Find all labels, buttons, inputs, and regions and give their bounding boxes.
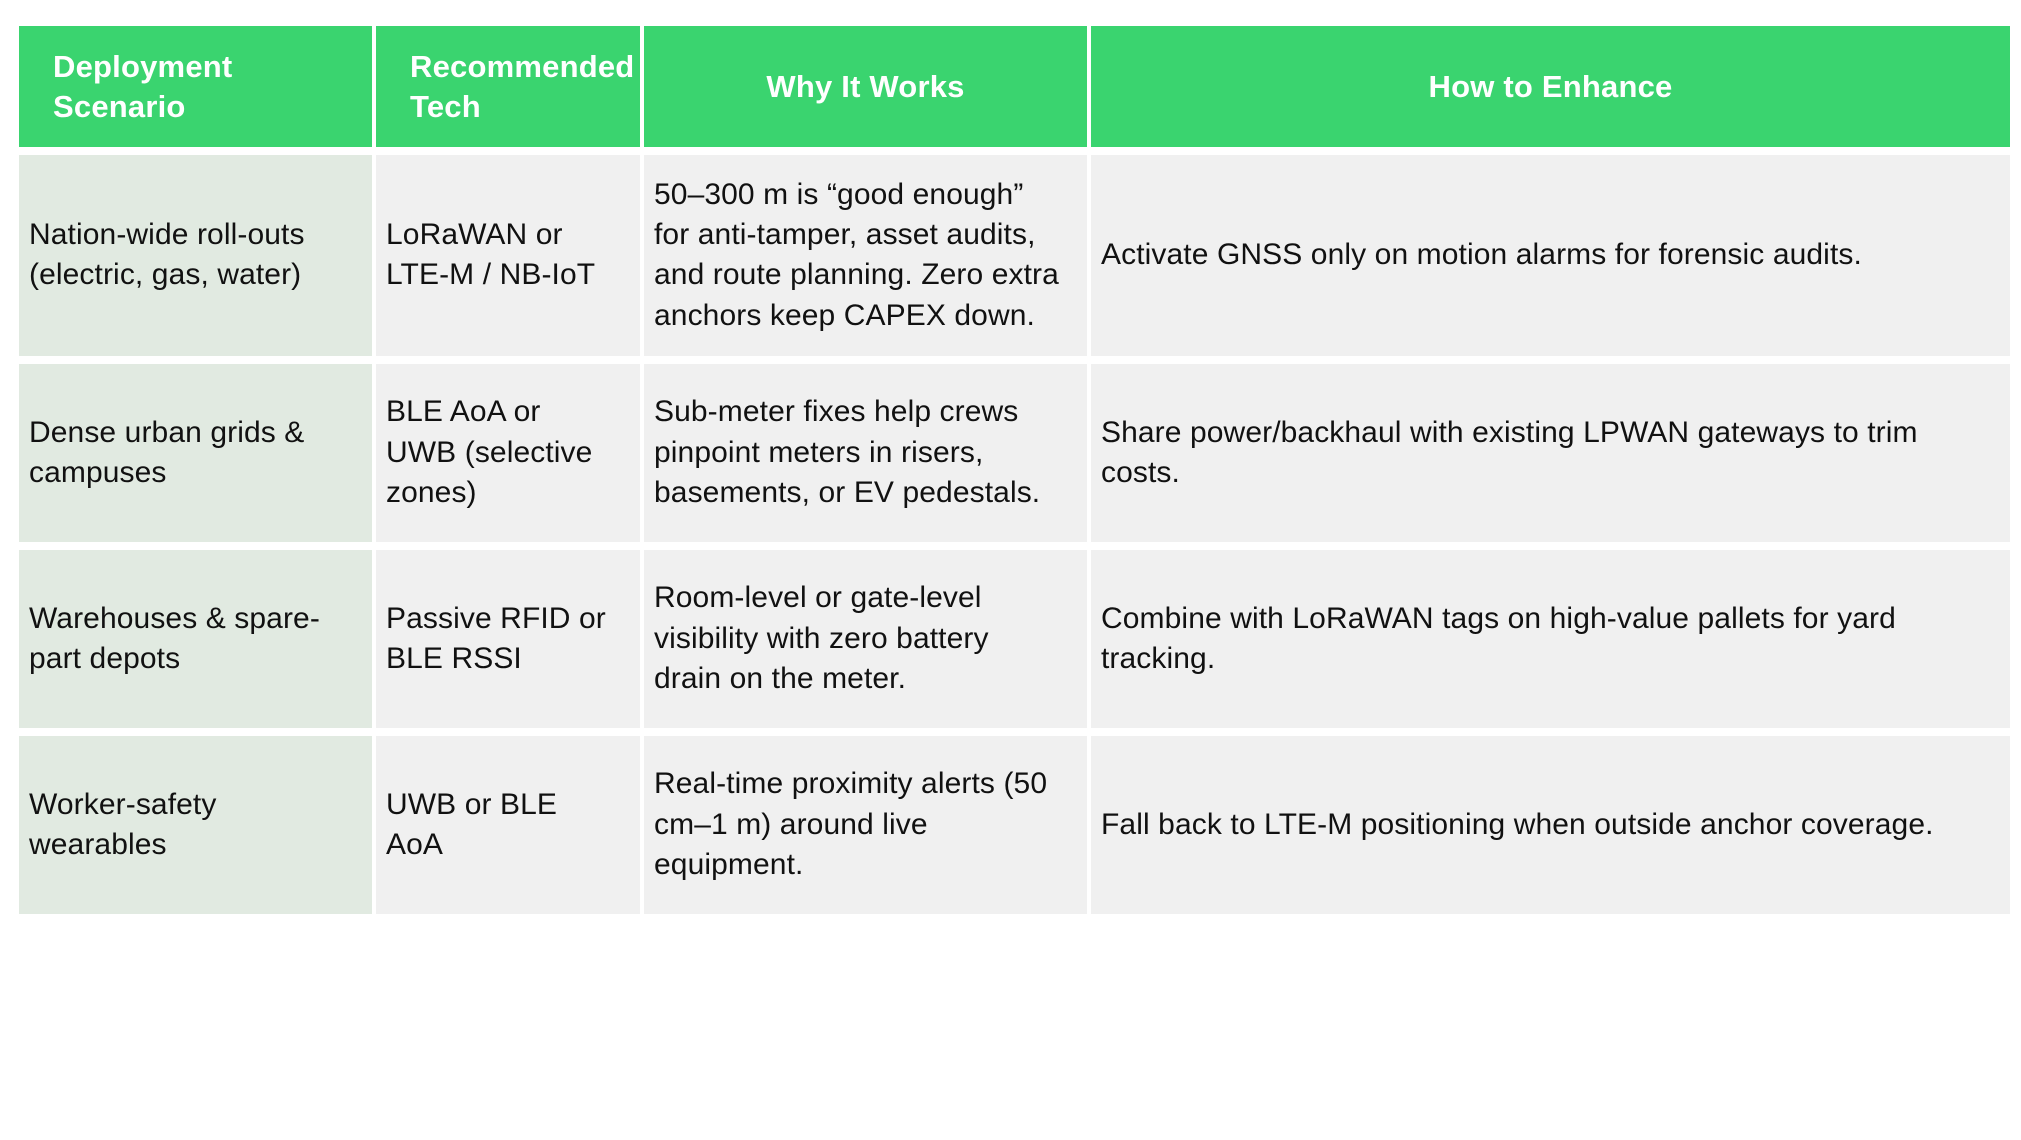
cell-how: Combine with LoRaWAN tags on high-value … [1091,549,2010,728]
cell-tech: Passive RFID or BLE RSSI [376,549,640,728]
cell-why: Real-time proximity alerts (50 cm–1 m) a… [644,735,1087,914]
column-header-how-to-enhance: How to Enhance [1091,26,2010,147]
column-header-recommended-tech: Recommended Tech [376,26,640,147]
table-header: Deployment Scenario Recommended Tech Why… [19,26,2010,147]
cell-scenario: Nation-wide roll-outs (electric, gas, wa… [19,155,372,356]
table-row: Warehouses & spare-part depots Passive R… [19,549,2010,728]
table-row: Worker-safety wearables UWB or BLE AoA R… [19,735,2010,914]
cell-tech: LoRaWAN or LTE-M / NB-IoT [376,155,640,356]
cell-scenario: Worker-safety wearables [19,735,372,914]
cell-scenario: Warehouses & spare-part depots [19,549,372,728]
cell-how: Fall back to LTE-M positioning when outs… [1091,735,2010,914]
cell-how: Activate GNSS only on motion alarms for … [1091,155,2010,356]
cell-why: Sub-meter fixes help crews pinpoint mete… [644,363,1087,542]
cell-tech: BLE AoA or UWB (selective zones) [376,363,640,542]
cell-how: Share power/backhaul with existing LPWAN… [1091,363,2010,542]
header-row: Deployment Scenario Recommended Tech Why… [19,26,2010,147]
cell-tech: UWB or BLE AoA [376,735,640,914]
table-row: Nation-wide roll-outs (electric, gas, wa… [19,155,2010,356]
deployment-scenario-table: Deployment Scenario Recommended Tech Why… [15,18,2014,922]
table-row: Dense urban grids & campuses BLE AoA or … [19,363,2010,542]
column-header-deployment-scenario: Deployment Scenario [19,26,372,147]
cell-scenario: Dense urban grids & campuses [19,363,372,542]
table-body: Nation-wide roll-outs (electric, gas, wa… [19,155,2010,914]
cell-why: Room-level or gate-level visibility with… [644,549,1087,728]
column-header-why-it-works: Why It Works [644,26,1087,147]
cell-why: 50–300 m is “good enough” for anti-tampe… [644,155,1087,356]
